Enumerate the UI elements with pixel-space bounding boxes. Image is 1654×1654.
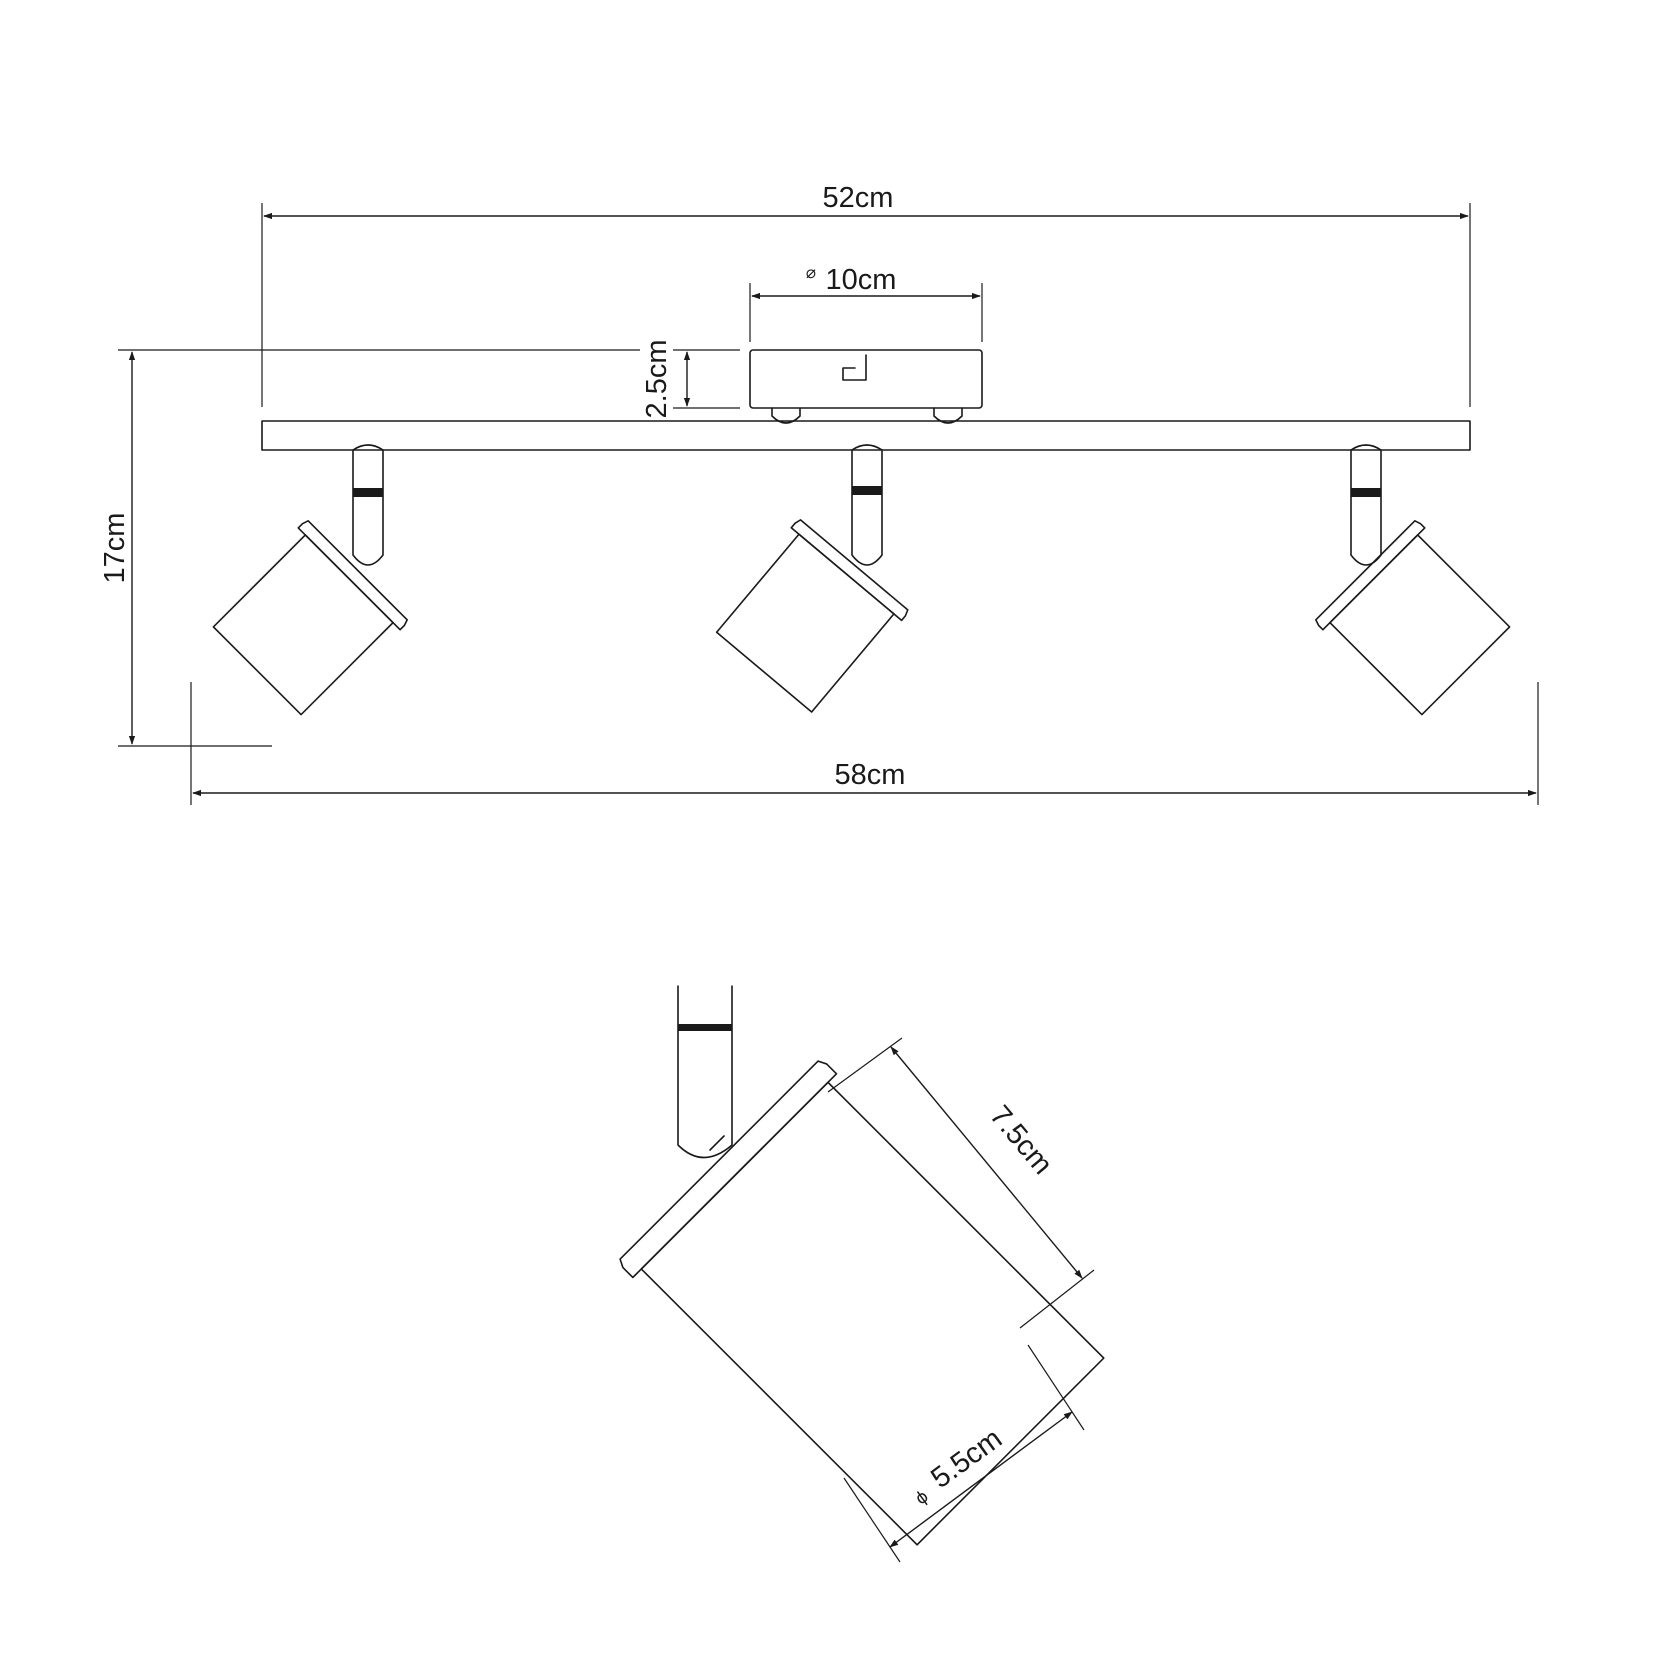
spotlight-head-detail <box>619 985 1105 1546</box>
total-width-label: 58cm <box>835 759 906 791</box>
ceiling-canopy <box>749 349 983 424</box>
dimension-total-width: 58cm <box>190 682 1539 805</box>
dimension-bar-length: 52cm <box>261 182 1471 407</box>
total-height-label: 17cm <box>99 513 131 584</box>
shade-length-label: 7.5cm <box>983 1100 1058 1181</box>
bar-length-label: 52cm <box>823 182 894 214</box>
canopy-height-label: 2.5cm <box>641 340 673 419</box>
canopy-diameter-label: 10cm <box>826 264 897 296</box>
spotlight-bar <box>261 420 1471 451</box>
spotlight-head-right <box>1315 444 1511 716</box>
dimension-shade-length: 7.5cm <box>827 1037 1095 1329</box>
shade-diameter-symbol: ϕ <box>912 1487 933 1510</box>
dimension-total-height: 17cm <box>99 349 640 747</box>
dimension-canopy-height: 2.5cm <box>641 340 740 419</box>
spotlight-head-left <box>212 444 408 716</box>
dimension-canopy-diameter: ⌀ 10cm <box>749 263 983 342</box>
dimension-shade-diameter: ϕ 5.5cm <box>843 1344 1085 1563</box>
spotlight-head-center <box>715 444 909 713</box>
shade-diameter-label: 5.5cm <box>925 1423 1008 1495</box>
canopy-diameter-symbol: ⌀ <box>806 263 816 283</box>
